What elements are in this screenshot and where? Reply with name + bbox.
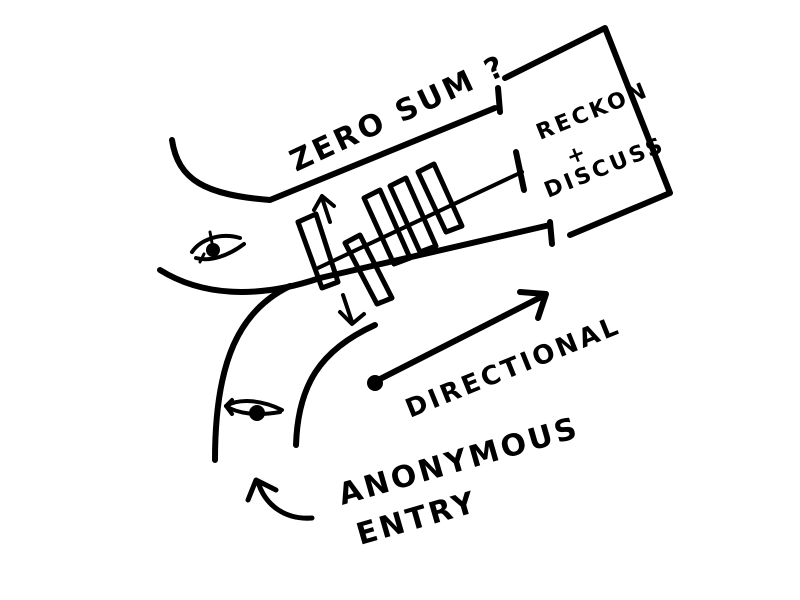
slat [387, 175, 439, 255]
entry-pointer-arrow [245, 477, 315, 521]
slat [295, 211, 341, 291]
reckon-room [495, 25, 673, 247]
person-icon [190, 230, 246, 264]
reckon-room-outline [502, 25, 673, 238]
entry-path [212, 283, 378, 463]
directional-arrow [367, 289, 549, 391]
arrow-shaft [375, 292, 548, 383]
curved-arrow-icon [245, 477, 315, 521]
entry-right-wall [293, 322, 378, 448]
eye-icon [224, 398, 284, 421]
corridor-lower-wall [157, 222, 553, 295]
barrier-end-cap [513, 149, 527, 193]
flow-arrows [312, 194, 366, 326]
corridor-walls [157, 105, 553, 295]
discuss-label: DISCUSS [541, 132, 669, 203]
reckon-room-left-tick [495, 85, 503, 115]
slat [342, 232, 395, 307]
down-arrow-icon [338, 293, 366, 326]
slat [361, 187, 413, 267]
reckon-room-bottom-tick [547, 219, 555, 247]
entry-left-wall [212, 283, 293, 463]
corridor-upper-wall [169, 105, 498, 203]
barrier-slats [295, 149, 527, 307]
barrier-axis-line [316, 170, 524, 270]
arrow-head-icon [517, 289, 549, 321]
directional-label: DIRECTIONAL [401, 311, 625, 425]
up-arrow-icon [312, 194, 336, 224]
